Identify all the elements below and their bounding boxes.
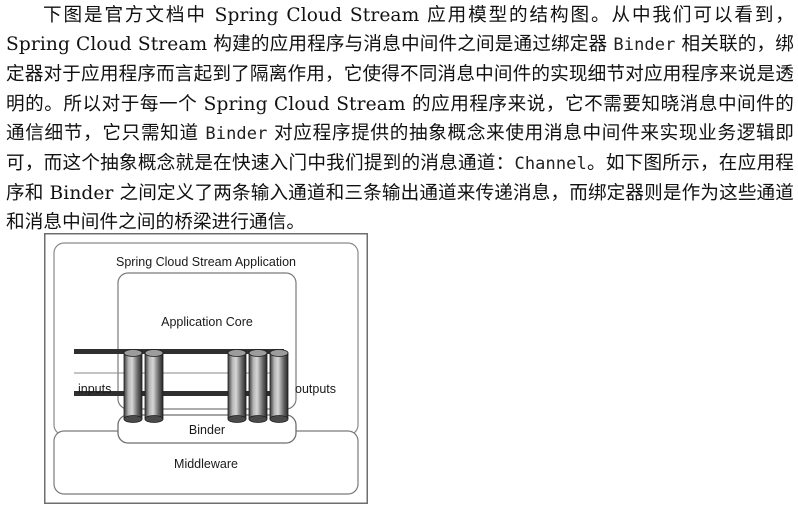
channel-band-top bbox=[74, 349, 284, 354]
text-segment-3: 对应程序提供的抽象概念来使用消息中间件来实现业务逻辑即可，而这个抽象概念就是在快… bbox=[6, 122, 794, 175]
input-channel-2 bbox=[144, 349, 164, 423]
text-segment-4: 。如下图所示，在应用程序和 Binder 之间定义了两条输入通道和三条输出通道来… bbox=[6, 153, 794, 234]
channel-band-bottom bbox=[74, 391, 284, 396]
outputs-label: outputs bbox=[295, 382, 336, 396]
architecture-figure: Spring Cloud Stream Application Applicat… bbox=[44, 233, 368, 504]
inline-code-channel: Channel bbox=[514, 154, 587, 175]
output-channel-2 bbox=[248, 349, 268, 423]
middleware-label: Middleware bbox=[174, 457, 238, 471]
output-channel-1 bbox=[227, 349, 247, 423]
inline-code-binder-1: Binder bbox=[613, 35, 676, 56]
text-segment-1: 下图是官方文档中 Spring Cloud Stream 应用模型的结构图。从中… bbox=[6, 5, 794, 56]
text-segment-2: 相关联的，绑定器对于应用程序而言起到了隔离作用，它使得不同消息中间件的实现细节对… bbox=[6, 34, 794, 144]
inline-code-binder-2: Binder bbox=[205, 123, 268, 144]
output-channel-3 bbox=[269, 349, 289, 423]
application-label: Spring Cloud Stream Application bbox=[116, 255, 296, 269]
body-paragraph: 下图是官方文档中 Spring Cloud Stream 应用模型的结构图。从中… bbox=[6, 0, 794, 238]
binder-label: Binder bbox=[189, 423, 225, 437]
architecture-diagram: Spring Cloud Stream Application Applicat… bbox=[44, 233, 368, 504]
binder-box bbox=[117, 414, 297, 444]
application-core-label: Application Core bbox=[161, 315, 253, 329]
input-channel-1 bbox=[123, 349, 143, 423]
inputs-label: inputs bbox=[78, 382, 111, 396]
